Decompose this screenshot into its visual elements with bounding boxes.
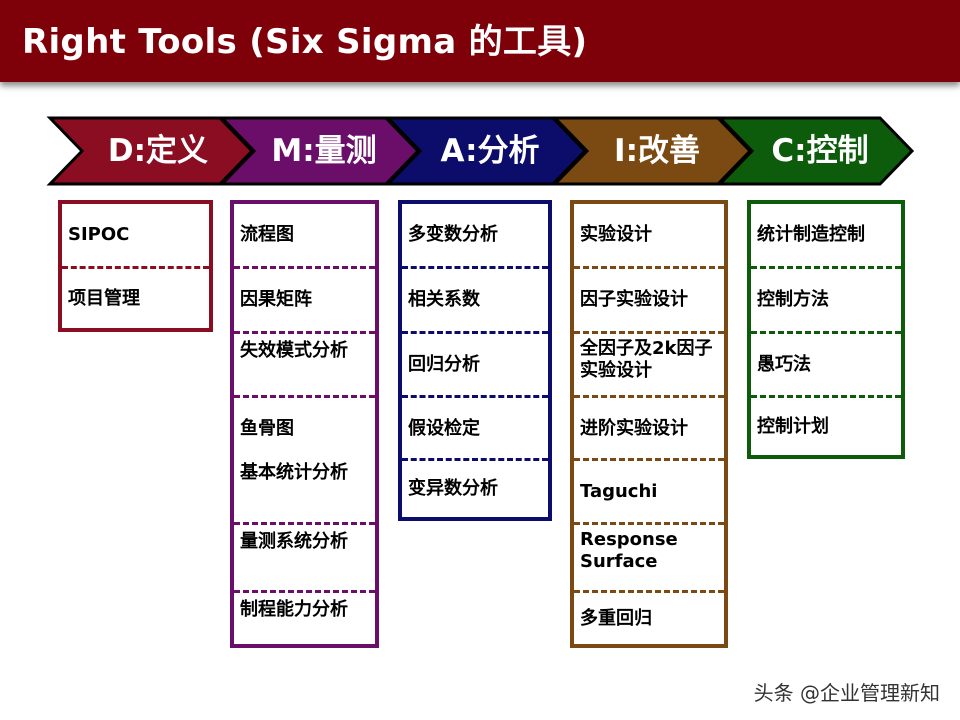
tools-column-analyze: 多变数分析 相关系数 回归分析 假设检定 变异数分析 <box>398 200 552 521</box>
tool-item: 统计制造控制 <box>757 224 865 245</box>
phase-label-measure: M:量测 <box>271 133 377 169</box>
tool-item: Taguchi <box>580 480 658 502</box>
tool-item: 进阶实验设计 <box>580 417 688 439</box>
divider <box>751 266 901 269</box>
divider <box>402 331 548 334</box>
tool-item: 多重回归 <box>580 607 652 629</box>
tool-item: 变异数分析 <box>408 478 498 499</box>
tool-item: 实验设计 <box>580 224 652 245</box>
tool-item: 多变数分析 <box>408 224 498 245</box>
divider <box>234 590 375 593</box>
phase-label-improve: I:改善 <box>614 133 700 169</box>
tool-item: 全因子及2k因子 实验设计 <box>580 338 713 381</box>
tool-item: 鱼骨图 <box>240 418 294 439</box>
divider <box>574 522 724 525</box>
divider <box>234 331 375 334</box>
tool-item: 相关系数 <box>408 289 480 310</box>
tool-item: 量测系统分析 <box>240 531 348 552</box>
divider <box>751 395 901 398</box>
title-bar: Right Tools (Six Sigma 的工具) <box>0 0 960 82</box>
divider <box>402 395 548 398</box>
divider <box>234 266 375 269</box>
phase-label-control: C:控制 <box>771 133 869 169</box>
tool-item: 失效模式分析 <box>240 340 348 361</box>
tool-item: 项目管理 <box>68 287 140 309</box>
tool-item: 愚巧法 <box>757 354 811 375</box>
tool-item: 因子实验设计 <box>580 289 688 310</box>
divider <box>402 266 548 269</box>
phase-arrows: D:定义 M:量测 A:分析 I:改善 C:控制 <box>0 0 960 200</box>
divider <box>574 590 724 593</box>
phase-arrow-define <box>46 116 255 186</box>
divider <box>574 331 724 334</box>
tool-item: 制程能力分析 <box>240 599 348 620</box>
divider <box>574 458 724 461</box>
tools-column-measure: 流程图 因果矩阵 失效模式分析 鱼骨图 基本统计分析 量测系统分析 制程能力分析 <box>230 200 379 648</box>
phase-label-analyze: A:分析 <box>440 133 540 169</box>
tool-item: 基本统计分析 <box>240 462 348 483</box>
tool-item: Response Surface <box>580 529 678 572</box>
divider <box>62 266 209 269</box>
divider <box>402 458 548 461</box>
tool-item: 因果矩阵 <box>240 289 312 310</box>
tools-column-improve: 实验设计 因子实验设计 全因子及2k因子 实验设计 进阶实验设计 Taguchi… <box>570 200 728 648</box>
divider <box>574 395 724 398</box>
slide-title: Right Tools (Six Sigma 的工具) <box>22 22 588 62</box>
tool-item: 控制方法 <box>757 289 829 310</box>
tool-item: 流程图 <box>240 224 294 245</box>
divider <box>574 266 724 269</box>
tool-item: SIPOC <box>68 224 130 245</box>
phase-arrows-svg <box>46 116 915 186</box>
divider <box>751 331 901 334</box>
tools-column-define: SIPOC 项目管理 <box>58 200 213 332</box>
divider <box>234 395 375 398</box>
divider <box>234 522 375 525</box>
tool-item: 回归分析 <box>408 354 480 375</box>
watermark: 头条 @企业管理新知 <box>753 681 940 705</box>
tools-column-control: 统计制造控制 控制方法 愚巧法 控制计划 <box>747 200 905 459</box>
tool-item: 假设检定 <box>408 417 480 439</box>
tool-item: 控制计划 <box>757 415 829 437</box>
phase-label-define: D:定义 <box>107 133 209 169</box>
